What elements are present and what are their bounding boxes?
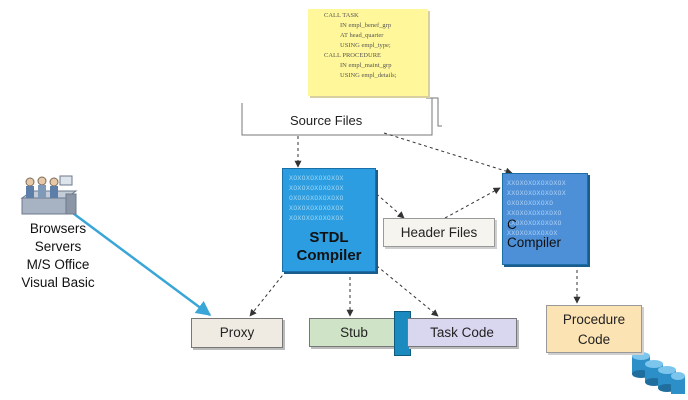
arrow-source-to-c — [383, 132, 513, 175]
stdl-compiler-box: XOXOXOXOXOXOX XOXOXOXOXOXOX OXOXOXOXOXOX… — [282, 168, 376, 272]
note-line: USING empl_details; — [340, 72, 397, 79]
stub-box: Stub — [309, 318, 399, 347]
stdl-compiler-title: STDL Compiler — [296, 229, 362, 264]
client-type: Visual Basic — [21, 275, 95, 290]
client-types-list: Browsers Servers M/S Office Visual Basic — [12, 220, 104, 292]
arrow-stdl-to-proxy — [249, 270, 287, 317]
source-files-label: Source Files — [290, 113, 363, 128]
stdl-code-texture: XOXOXOXOXOXOX XOXOXOXOXOXOX OXOXOXOXOXOX… — [289, 174, 344, 222]
note-line: CALL TASK — [324, 12, 359, 19]
note-line: IN empl_maint_grp — [340, 62, 392, 69]
client-type: Servers — [34, 239, 82, 254]
proxy-box: Proxy — [191, 318, 283, 348]
people-at-computers-icon — [20, 175, 78, 215]
arrow-stdl-to-task — [371, 261, 439, 317]
header-files-box: Header Files — [383, 218, 495, 247]
c-code-texture: XXOXOXOXOXOXOX XXOXOXOXOXOXOX OXOXOXOXOX… — [507, 179, 566, 237]
note-line: AT head_quarter — [340, 32, 384, 39]
note-line: CALL PROCEDURE — [324, 52, 381, 59]
client-type: M/S Office — [26, 257, 90, 272]
database-stack-icon — [632, 352, 685, 394]
note-line: USING empl_type; — [340, 42, 391, 49]
procedure-code-box: Procedure Code — [546, 305, 642, 353]
c-compiler-box: XXOXOXOXOXOXOX XXOXOXOXOXOXOX OXOXOXOXOX… — [502, 173, 588, 265]
source-code-note: CALL TASK IN empl_benef_grp AT head_quar… — [308, 9, 428, 96]
note-line: IN empl_benef_grp — [340, 22, 392, 29]
c-compiler-title: C Compiler — [507, 217, 562, 250]
client-type: Browsers — [29, 221, 87, 236]
arrow-header-to-c — [444, 187, 501, 219]
arrow-stdl-to-header — [371, 189, 405, 219]
task-code-box: Task Code — [407, 318, 517, 347]
